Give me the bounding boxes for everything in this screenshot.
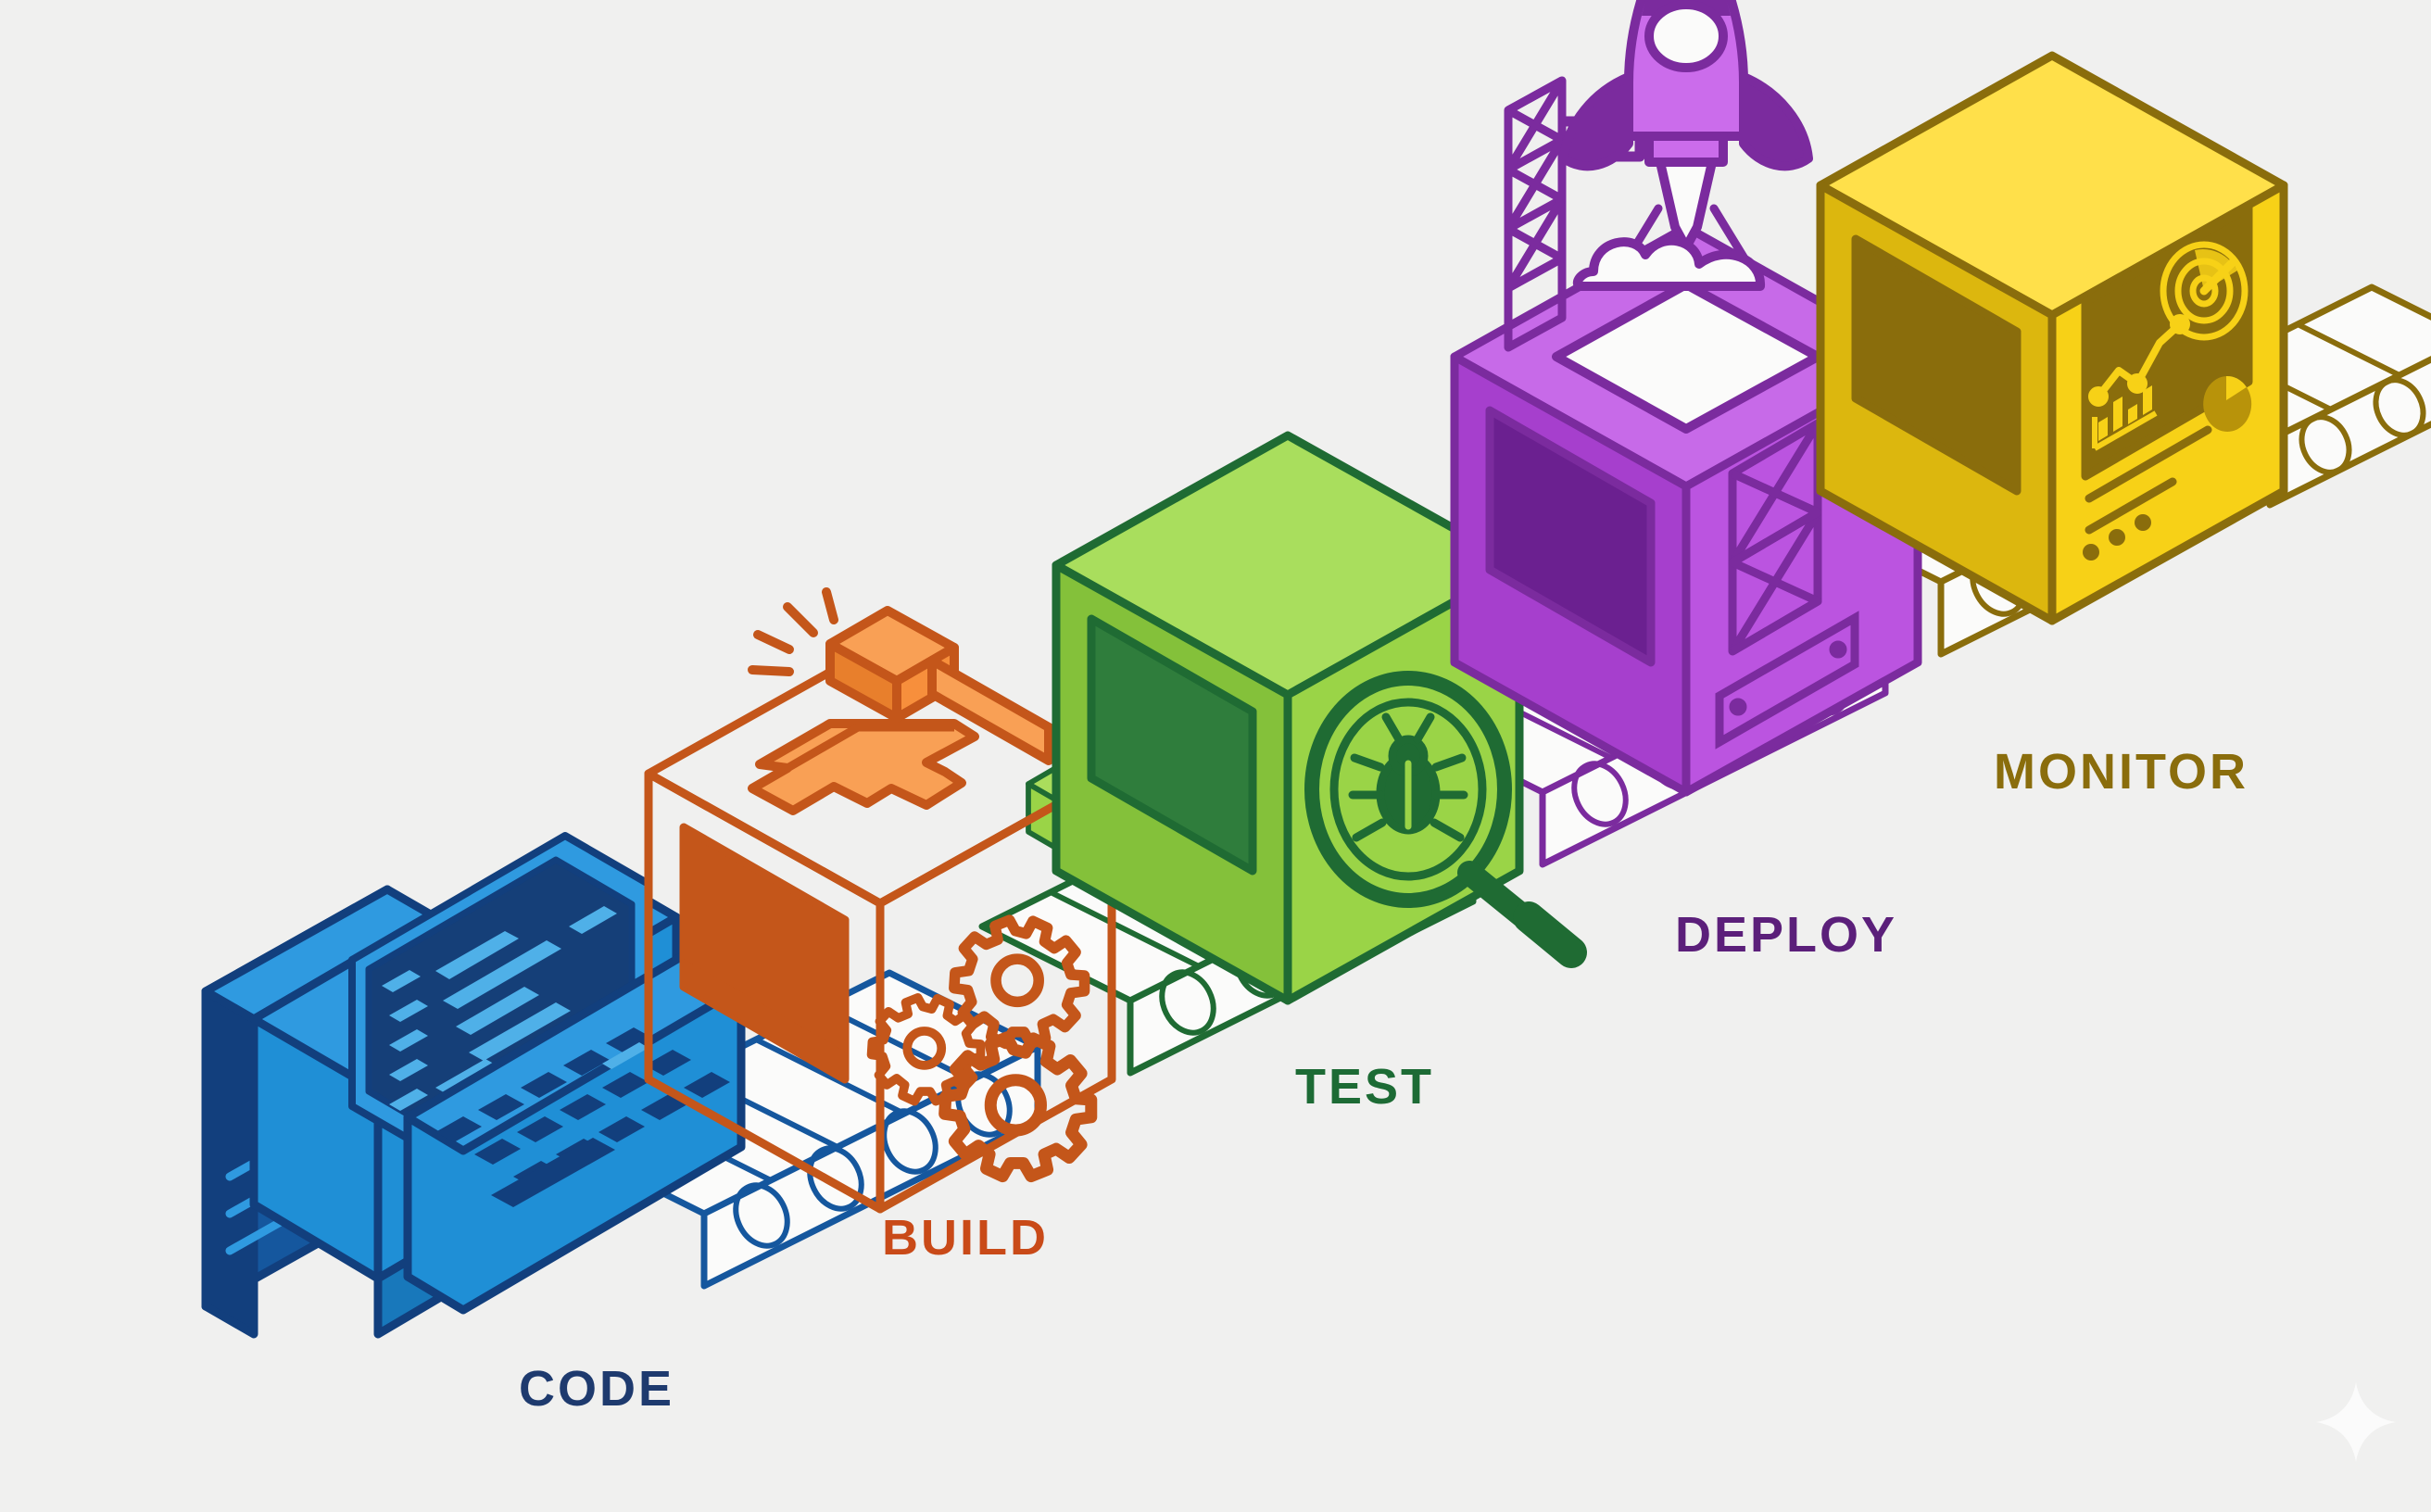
stage-code[interactable] (201, 832, 746, 1339)
stage-label-build: BUILD (882, 1210, 1049, 1266)
stage-label-monitor: MONITOR (1994, 744, 2248, 800)
stage-deploy[interactable] (1450, 0, 1922, 797)
magnifier-bug-icon (1304, 671, 1587, 968)
stage-test[interactable] (1052, 431, 1587, 1005)
stage-label-deploy: DEPLOY (1675, 907, 1898, 963)
hammer-anvil-icon (748, 587, 1053, 815)
rocket-launch-icon (1559, 0, 1813, 291)
gears-icon (866, 914, 1098, 1183)
dashboard-analytics-icon (2081, 203, 2253, 481)
stage-label-code: CODE (519, 1361, 675, 1417)
stage-build[interactable] (644, 587, 1116, 1214)
sparkle-watermark-icon (2316, 1382, 2396, 1462)
stage-label-test: TEST (1295, 1059, 1435, 1115)
stage-monitor[interactable] (1816, 51, 2288, 625)
keyboard-keys (435, 1027, 730, 1207)
